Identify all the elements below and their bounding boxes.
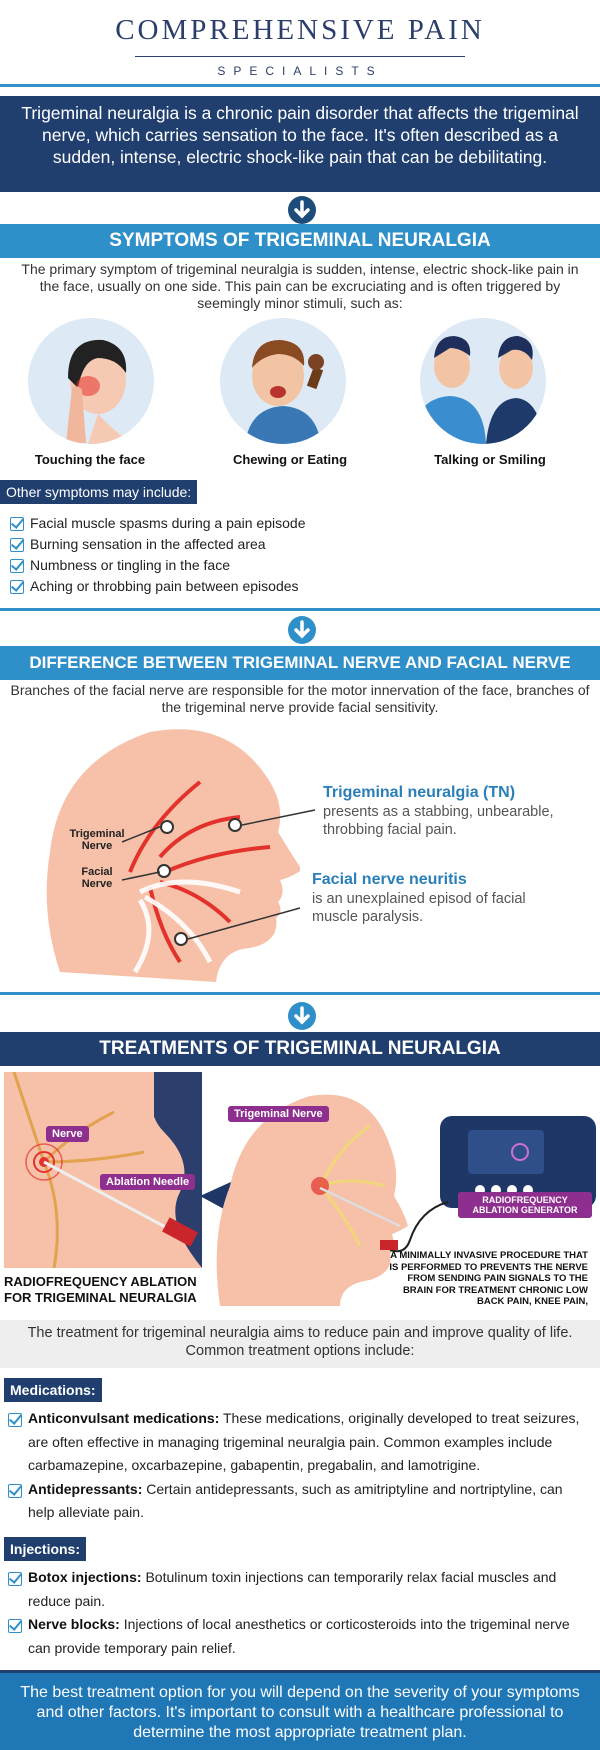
other-symptoms-label: Other symptoms may include: [0,480,198,504]
list-item: Anticonvulsant medications: These medica… [8,1407,592,1478]
check-icon [8,1413,22,1427]
facial-marker [157,864,171,878]
section-rule [0,608,600,611]
needle-cable [380,1201,449,1253]
other-symptoms-list: Facial muscle spasms during a pain episo… [10,513,590,597]
list-item: Facial muscle spasms during a pain episo… [10,513,590,534]
trigeminal-nerve-label: Trigeminal Nerve [69,828,125,852]
rfa-caption: RADIOFREQUENCY ABLATION FOR TRIGEMINAL N… [4,1274,197,1305]
symptoms-description: The primary symptom of trigeminal neural… [21,261,579,311]
header-rule [0,84,600,87]
tn-title: Trigeminal neuralgia (TN) [323,784,516,801]
injections-label: Injections: [4,1537,87,1561]
generator-tag: RADIOFREQUENCY ABLATION GENERATOR [458,1192,592,1218]
trigger-label-touch: Touching the face [34,452,146,467]
difference-heading: DIFFERENCE BETWEEN TRIGEMINAL NERVE AND … [0,646,600,680]
trigger-label-talk: Talking or Smiling [434,452,546,467]
footer-banner: The best treatment option for you will d… [0,1670,600,1750]
trigger-label-chew: Chewing or Eating [232,452,348,467]
check-icon [10,517,24,531]
rfa-generator-device [440,1116,596,1208]
list-item: Nerve blocks: Injections of local anesth… [8,1613,592,1660]
tn-marker [228,818,242,832]
difference-description: Branches of the facial nerve are respons… [10,682,590,715]
treatments-heading: TREATMENTS OF TRIGEMINAL NEURALGIA [0,1032,600,1066]
list-item: Aching or throbbing pain between episode… [10,576,590,597]
rfa-head-illustration [200,1094,408,1306]
list-item: Numbness or tingling in the face [10,555,590,576]
nerve-tag: Nerve [46,1126,89,1142]
fn-title: Facial nerve neuritis [312,871,467,888]
medications-list: Anticonvulsant medications: These medica… [8,1407,592,1525]
ablation-needle-tag: Ablation Needle [100,1174,196,1190]
check-icon [8,1483,22,1498]
procedure-note: A MINIMALLY INVASIVE PROCEDURE THAT IS P… [389,1250,588,1307]
down-arrow-icon [288,1002,316,1030]
list-item: Burning sensation in the affected area [10,534,590,555]
check-icon [10,580,24,594]
down-arrow-icon [288,616,316,644]
medications-label: Medications: [4,1378,102,1402]
chewing-illustration [220,318,346,444]
intro-banner: Trigeminal neuralgia is a chronic pain d… [0,96,600,192]
list-item: Botox injections: Botulinum toxin inject… [8,1566,592,1613]
section-rule [0,992,600,995]
trigeminal-nerve-tag: Trigeminal Nerve [228,1106,329,1122]
connector-lines [121,809,316,940]
page-subtitle: SPECIALISTS [217,64,383,78]
touching-face-illustration [28,318,154,444]
treatment-summary: The treatment for trigeminal neuralgia a… [0,1320,600,1368]
check-icon [10,538,24,552]
page-title: COMPREHENSIVE PAIN [115,14,485,46]
injections-list: Botox injections: Botulinum toxin inject… [8,1566,592,1660]
check-icon [10,559,24,573]
tn-description: presents as a stabbing, unbearable, thro… [323,804,554,838]
list-item: Antidepressants: Certain antidepressants… [8,1478,592,1525]
fn-marker [174,932,188,946]
rfa-closeup-illustration [4,1072,202,1268]
check-icon [8,1619,22,1633]
down-arrow-icon [288,196,316,224]
symptoms-heading: SYMPTOMS OF TRIGEMINAL NEURALGIA [0,224,600,258]
title-divider [135,56,465,57]
fn-description: is an unexplained episod of facial muscl… [312,891,526,925]
check-icon [8,1572,22,1586]
head-nerve-illustration [46,729,300,982]
facial-nerve-label: Facial Nerve [81,866,113,890]
talking-illustration [420,318,546,444]
